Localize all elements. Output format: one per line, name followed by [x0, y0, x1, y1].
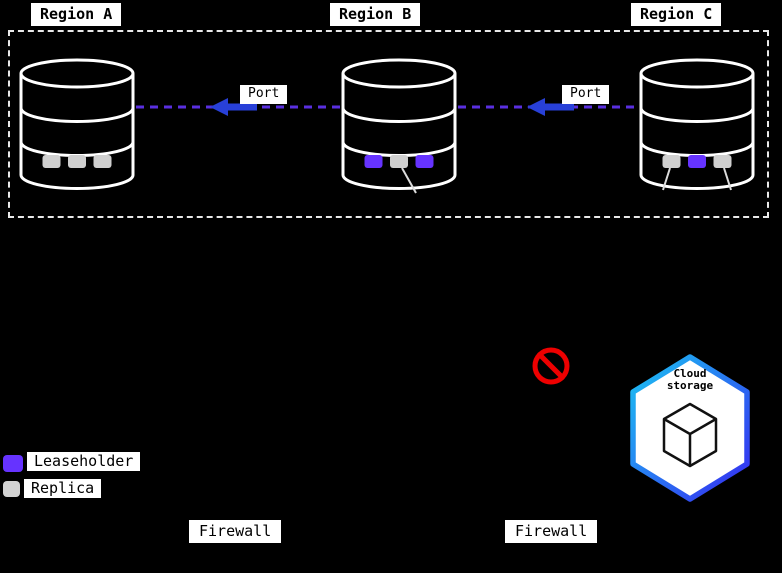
port-arrow-b-c [527, 98, 574, 116]
database-bottom [341, 174, 457, 190]
cube-icon [662, 402, 718, 468]
no-access-circle [532, 347, 570, 385]
firewall-label-2: Firewall [505, 520, 598, 544]
database-region-b [341, 58, 457, 190]
database-sides [19, 73, 135, 175]
port-arrow-a-b [210, 98, 257, 116]
replica-square [68, 155, 86, 168]
port-label-a-b: Port [240, 85, 288, 104]
cube-inner-edges [663, 417, 717, 466]
replica-square [390, 155, 408, 168]
cloud-storage-hexagon [630, 354, 750, 502]
database-band [19, 107, 135, 123]
database-sides [639, 73, 755, 175]
replica-color-chip [3, 481, 20, 497]
database-region-a [19, 58, 135, 190]
leader-line-region-c-right [723, 167, 732, 191]
no-access-icon [532, 347, 570, 385]
database-bottom [639, 174, 755, 190]
replica-square [662, 155, 681, 168]
region-c-label: Region C [631, 3, 722, 27]
database-top [341, 58, 457, 89]
leaseholder-leader-lines [401, 167, 732, 194]
replication-boundary-box [8, 30, 769, 218]
replica-square [93, 155, 112, 168]
legend-replica-swatch [3, 481, 20, 497]
port-label-b-c: Port [562, 85, 610, 104]
firewall-label-1: Firewall [189, 520, 282, 544]
database-top [639, 58, 755, 89]
region-a-label: Region A [31, 3, 122, 27]
database-sides [341, 73, 457, 175]
database-band [19, 141, 135, 157]
cloud-storage-label: Cloud storage [666, 367, 714, 392]
database-band [639, 107, 755, 123]
replica-square [713, 155, 732, 168]
database-band [639, 141, 755, 157]
replica-square [42, 155, 61, 168]
leaseholder-square [415, 155, 434, 168]
leaseholder-color-chip [3, 455, 23, 472]
database-bottom [19, 174, 135, 190]
leader-line-region-c-left [662, 167, 671, 191]
database-top [19, 58, 135, 89]
no-access-slash [537, 352, 565, 380]
database-band [341, 107, 457, 123]
legend-leaseholder-label: Leaseholder [27, 452, 141, 472]
leader-line-region-b [401, 167, 417, 194]
cloud-storage-icon [630, 354, 750, 502]
legend-leaseholder-swatch [3, 455, 23, 472]
region-b-label: Region B [330, 3, 421, 27]
database-region-c [639, 58, 755, 190]
leaseholder-square [364, 155, 383, 168]
legend-replica-label: Replica [24, 479, 102, 499]
leaseholder-square [688, 155, 706, 168]
database-band [341, 141, 457, 157]
